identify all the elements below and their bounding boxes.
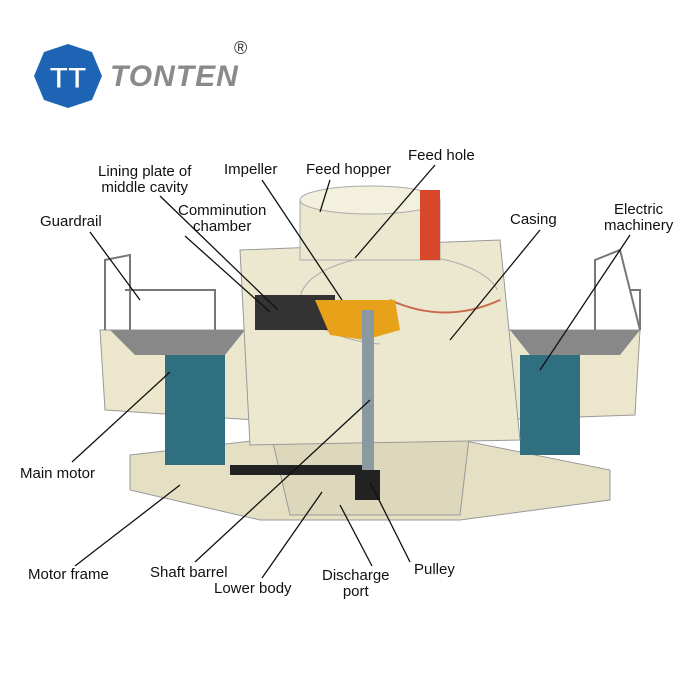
label-pulley: Pulley [414,561,455,578]
label-line: machinery [604,217,674,234]
label-line: Comminution [178,202,267,219]
main-motor [165,355,225,465]
label-guardrail: Guardrail [40,213,102,230]
label-feed-hopper: Feed hopper [306,161,392,178]
belt [230,465,370,475]
leader-lines [71,164,631,579]
impeller [315,300,400,340]
label-motor-frame: Motor frame [28,566,109,583]
logo-mark: TT [34,44,102,108]
label-line: Electric [614,201,664,218]
label-casing: Casing [510,211,557,228]
registered-mark: ® [234,38,248,58]
label-line: port [342,583,369,600]
label-line: chamber [193,218,252,235]
label-feed-hole: Feed hole [408,147,475,164]
shaft [362,310,374,490]
label-main-motor: Main motor [20,465,96,482]
svg-text:TT: TT [50,62,87,95]
label-line: Lining plate of [98,163,192,180]
label-impeller: Impeller [224,161,278,178]
hopper-ring [420,190,440,260]
brand-name: TONTEN [110,60,239,93]
label-line: middle cavity [101,179,189,196]
guardrail-left [104,253,131,330]
label-shaft-barrel: Shaft barrel [150,564,228,581]
label-lower-body: Lower body [214,580,292,597]
electric-machinery [520,355,580,455]
label-line: Discharge [322,567,390,584]
